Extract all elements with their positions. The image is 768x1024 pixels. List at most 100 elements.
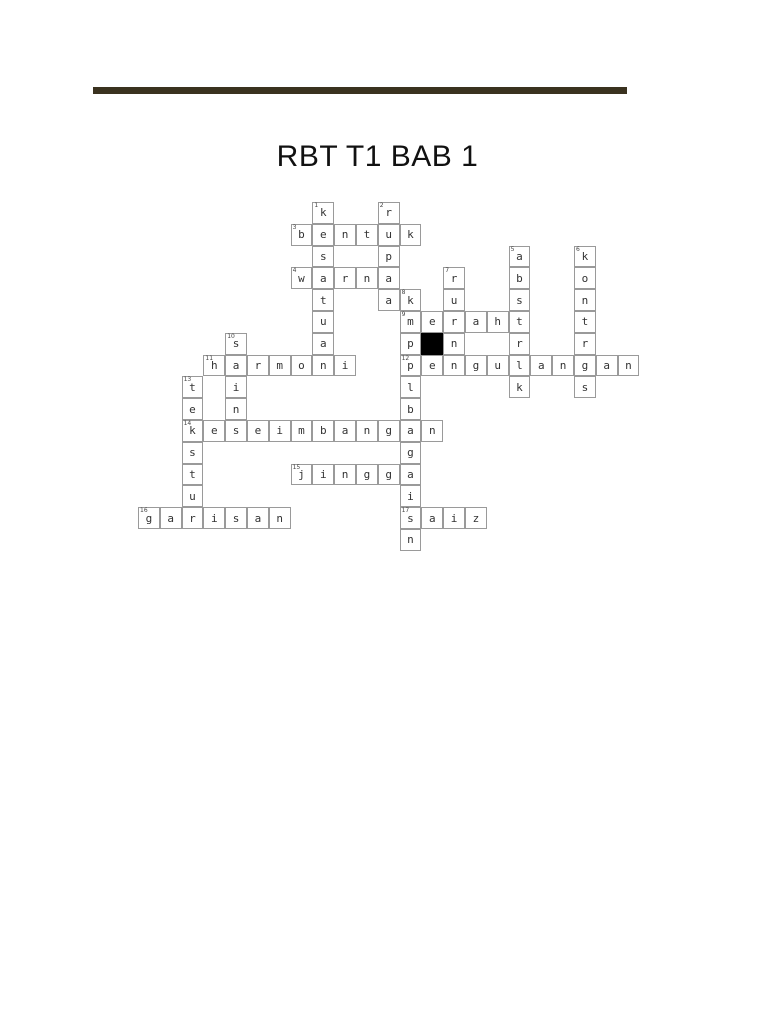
- crossword-cell[interactable]: r: [181, 507, 204, 529]
- crossword-cell[interactable]: a: [530, 354, 553, 377]
- crossword-cell[interactable]: o: [574, 267, 596, 290]
- crossword-cell[interactable]: r: [574, 332, 596, 355]
- crossword-cell[interactable]: h: [486, 311, 509, 333]
- crossword-cell[interactable]: t: [181, 463, 204, 486]
- crossword-cell[interactable]: a: [421, 507, 444, 529]
- crossword-cell[interactable]: a: [377, 267, 400, 290]
- crossword-cell[interactable]: s: [312, 245, 335, 268]
- crossword-cell[interactable]: a: [595, 354, 618, 377]
- crossword-cell[interactable]: s: [225, 420, 247, 442]
- crossword-cell[interactable]: i: [399, 485, 422, 508]
- crossword-cell[interactable]: a: [399, 420, 422, 442]
- crossword-cell[interactable]: s: [574, 376, 596, 399]
- crossword-cell[interactable]: g: [377, 420, 400, 442]
- crossword-cell[interactable]: r: [247, 354, 269, 377]
- crossword-cell[interactable]: e: [421, 354, 444, 377]
- crossword-cell[interactable]: e: [421, 311, 444, 333]
- crossword-cell[interactable]: a: [159, 507, 182, 529]
- crossword-cell[interactable]: k: [508, 376, 531, 399]
- crossword-cell[interactable]: b: [312, 420, 335, 442]
- crossword-cell[interactable]: t: [574, 311, 596, 333]
- crossword-cell[interactable]: e: [181, 398, 204, 420]
- crossword-cell[interactable]: u: [181, 485, 204, 508]
- crossword-cell[interactable]: i: [203, 507, 226, 529]
- crossword-cell[interactable]: g: [465, 354, 487, 377]
- crossword-cell[interactable]: n: [225, 398, 247, 420]
- crossword-cell[interactable]: p: [377, 245, 400, 268]
- crossword-cell[interactable]: e: [247, 420, 269, 442]
- crossword-cell[interactable]: n: [574, 289, 596, 311]
- crossword-cell[interactable]: u: [312, 311, 335, 333]
- crossword-cell[interactable]: n: [268, 507, 291, 529]
- crossword-cell[interactable]: e: [312, 223, 335, 246]
- crossword-cell[interactable]: u: [486, 354, 509, 377]
- crossword-cell[interactable]: a: [247, 507, 269, 529]
- crossword-cell[interactable]: a: [334, 420, 356, 442]
- crossword-cell[interactable]: o: [290, 354, 313, 377]
- crossword-cell[interactable]: n: [443, 354, 465, 377]
- crossword-cell[interactable]: b: [399, 398, 422, 420]
- crossword-cell[interactable]: i: [334, 354, 356, 377]
- crossword-cell[interactable]: i: [268, 420, 291, 442]
- crossword-cell[interactable]: u: [443, 289, 465, 311]
- crossword-cell[interactable]: n: [421, 420, 444, 442]
- crossword-cell[interactable]: a: [399, 463, 422, 486]
- crossword-cell[interactable]: g: [574, 354, 596, 377]
- crossword-cell[interactable]: u: [377, 223, 400, 246]
- crossword-cell[interactable]: a: [312, 267, 335, 290]
- black-cell[interactable]: [421, 332, 444, 355]
- crossword-cell[interactable]: a: [312, 332, 335, 355]
- crossword-cell[interactable]: i: [443, 507, 465, 529]
- crossword-cell[interactable]: g: [399, 441, 422, 464]
- crossword-cell[interactable]: a: [465, 311, 487, 333]
- crossword-cell[interactable]: n: [443, 332, 465, 355]
- crossword-cell[interactable]: n: [356, 420, 378, 442]
- crossword-cell[interactable]: n: [334, 463, 356, 486]
- crossword-cell[interactable]: z: [465, 507, 487, 529]
- crossword-cell[interactable]: g: [356, 463, 378, 486]
- crossword-cell[interactable]: k: [399, 223, 422, 246]
- crossword-cell[interactable]: r: [508, 332, 531, 355]
- crossword-cell[interactable]: p: [399, 332, 422, 355]
- crossword-cell[interactable]: i: [312, 463, 335, 486]
- crossword-cell[interactable]: l: [508, 354, 531, 377]
- crossword-cell[interactable]: t: [356, 223, 378, 246]
- crossword-cell[interactable]: r: [334, 267, 356, 290]
- crossword-cell[interactable]: r: [443, 311, 465, 333]
- crossword-cell[interactable]: m: [290, 420, 313, 442]
- crossword-cell[interactable]: s: [181, 441, 204, 464]
- crossword-cell[interactable]: l: [399, 376, 422, 399]
- crossword-cell[interactable]: t: [312, 289, 335, 311]
- crossword-cell[interactable]: s: [508, 289, 531, 311]
- crossword-cell[interactable]: t: [508, 311, 531, 333]
- crossword-cell[interactable]: g: [377, 463, 400, 486]
- crossword-cell[interactable]: b: [508, 267, 531, 290]
- crossword-cell[interactable]: n: [334, 223, 356, 246]
- crossword-cell[interactable]: n: [356, 267, 378, 290]
- crossword-cell[interactable]: a: [225, 354, 247, 377]
- crossword-cell[interactable]: s: [225, 507, 247, 529]
- crossword-cell[interactable]: a: [377, 289, 400, 311]
- crossword-cell[interactable]: n: [552, 354, 574, 377]
- crossword-cell[interactable]: m: [268, 354, 291, 377]
- crossword-cell[interactable]: e: [203, 420, 226, 442]
- crossword-cell[interactable]: i: [225, 376, 247, 399]
- crossword-cell[interactable]: n: [312, 354, 335, 377]
